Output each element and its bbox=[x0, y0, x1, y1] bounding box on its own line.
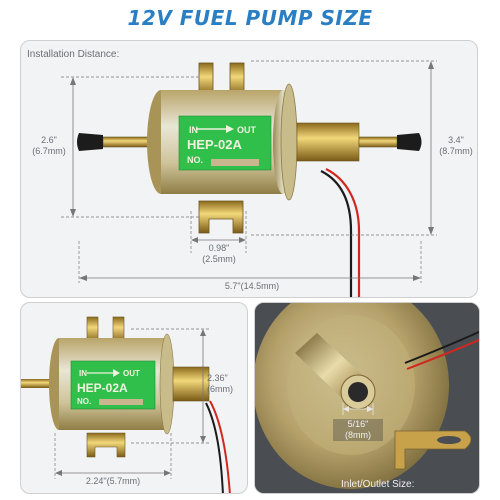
tube-size-dimension-value: 5/16" bbox=[347, 419, 369, 429]
side-height-dimension: 2.36" (6mm) bbox=[207, 373, 247, 395]
inlet-closeup-illustration bbox=[255, 303, 479, 493]
mount-gap-dimension-value: 0.98" bbox=[208, 243, 230, 253]
total-height-dimension-sub: (8.7mm) bbox=[439, 146, 473, 156]
pump-illustration-top bbox=[61, 60, 437, 297]
installation-distance-panel: Installation Distance: IN OUT HEP-02A NO… bbox=[20, 40, 478, 298]
inlet-outlet-caption: Inlet/Outlet Size: bbox=[341, 479, 415, 490]
pump-arrow-in-label: IN bbox=[189, 125, 198, 135]
side-height-dimension-sub: (6mm) bbox=[207, 384, 233, 394]
mount-gap-dimension: 0.98" (2.5mm) bbox=[197, 243, 241, 265]
tube-size-dimension: 5/16" (8mm) bbox=[333, 419, 383, 441]
tube-size-dimension-sub: (8mm) bbox=[345, 430, 371, 440]
height-dimension-sub: (6.7mm) bbox=[32, 146, 66, 156]
pump-model-label: HEP-02A bbox=[187, 137, 242, 152]
pump-no-label: NO. bbox=[187, 155, 204, 165]
mount-gap-dimension-sub: (2.5mm) bbox=[202, 254, 236, 264]
side-pump-model-label: HEP-02A bbox=[77, 381, 128, 395]
side-pump-arrow-in-label: IN bbox=[79, 369, 87, 378]
side-pump-arrow-out-label: OUT bbox=[123, 369, 140, 378]
pump-arrow-out-label: OUT bbox=[237, 125, 256, 135]
side-view-panel: IN OUT HEP-02A NO. 2.36" (6mm) 2.24"(5.7… bbox=[20, 302, 248, 494]
side-height-dimension-value: 2.36" bbox=[207, 373, 228, 383]
side-pump-no-label: NO. bbox=[77, 397, 92, 406]
pump-illustration-side bbox=[21, 316, 231, 493]
side-base-dimension: 2.24"(5.7mm) bbox=[85, 476, 141, 486]
total-height-dimension: 3.4" (8.7mm) bbox=[435, 135, 477, 157]
height-dimension: 2.6" (6.7mm) bbox=[29, 135, 69, 157]
total-height-dimension-value: 3.4" bbox=[448, 135, 464, 145]
height-dimension-value: 2.6" bbox=[41, 135, 57, 145]
installation-distance-label: Installation Distance: bbox=[27, 49, 120, 60]
inlet-outlet-panel: 5/16" (8mm) Inlet/Outlet Size: bbox=[254, 302, 480, 494]
page-title: 12V FUEL PUMP SIZE bbox=[127, 6, 373, 30]
length-dimension: 5.7"(14.5mm) bbox=[224, 281, 280, 291]
